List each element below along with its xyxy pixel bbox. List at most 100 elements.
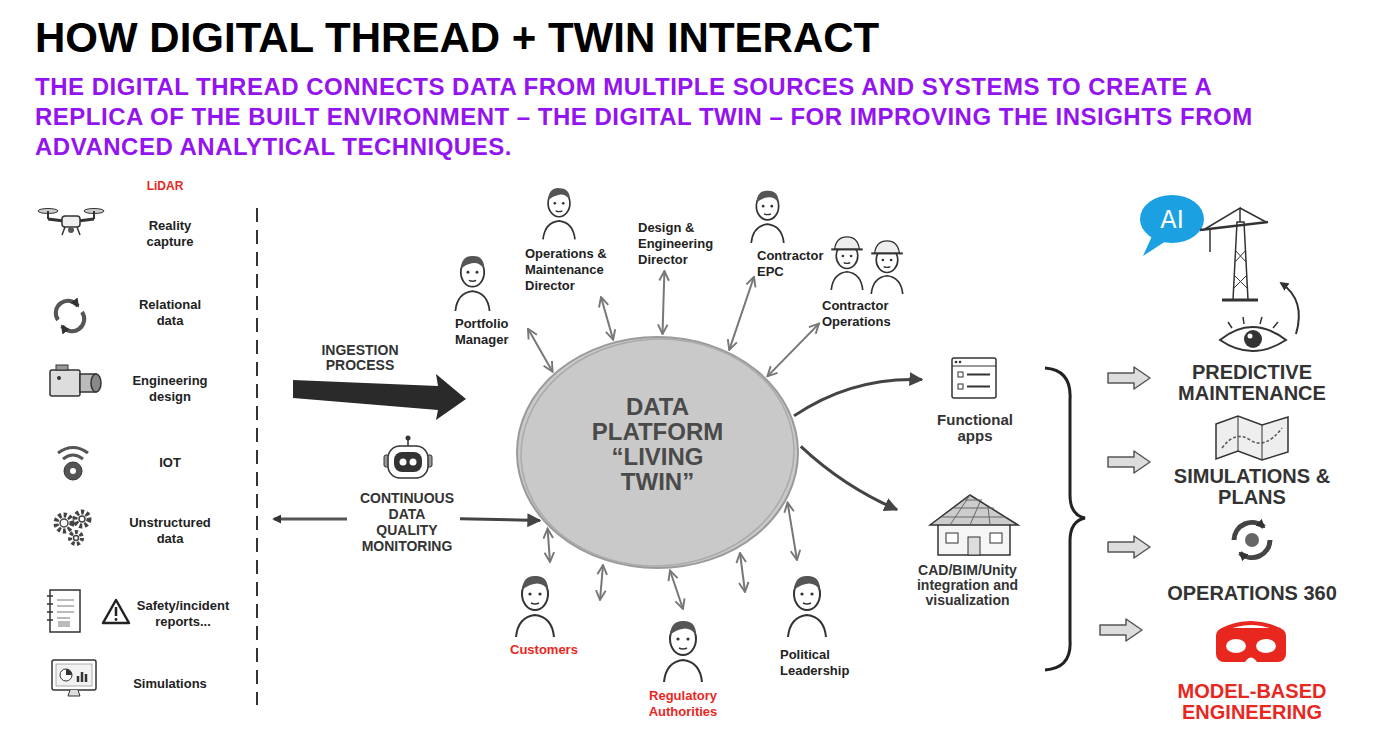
source-label: Relational data — [126, 297, 214, 329]
label-slot: THE DIGITAL THREAD CONNECTS DATA FROM MU… — [35, 72, 1295, 162]
connector — [729, 277, 754, 350]
crane-icon-part — [1233, 222, 1248, 300]
robot-icon-part — [388, 446, 428, 478]
gears-icon-part — [56, 515, 72, 531]
monitor-label: CONTINUOUS DATA QUALITY MONITORING — [357, 490, 457, 554]
node-text: Engineering design — [126, 373, 214, 405]
stakeholder: Political Leadership — [780, 563, 865, 679]
headset-icon-part — [1216, 628, 1286, 662]
iot-icon-part — [63, 455, 83, 459]
headset-icon-part — [1226, 639, 1246, 653]
apps-icon-part — [959, 361, 962, 364]
report-icon-part — [50, 590, 80, 632]
eye-icon-part — [1244, 330, 1262, 348]
exchange-arrow — [740, 553, 745, 592]
stakeholder-icons-part — [455, 256, 489, 311]
monitor-icon-part — [78, 672, 86, 682]
crane-icon-part — [1209, 229, 1211, 252]
iot-icon-part — [58, 448, 88, 454]
eye-icon-part — [1228, 317, 1278, 328]
eye-icon — [1220, 317, 1286, 351]
outcome: PREDICTIVE MAINTENANCE — [1152, 362, 1352, 404]
monitor-icon-part — [68, 690, 80, 696]
connector — [801, 446, 897, 509]
building-icon — [930, 495, 1018, 555]
headset-icon — [1216, 623, 1286, 662]
source-label: Unstructured data — [126, 515, 214, 547]
report-icon — [47, 590, 80, 632]
connector — [794, 379, 922, 415]
stakeholder-icons-part — [788, 576, 826, 637]
node-text: Design & Engineering Director — [638, 220, 726, 268]
node-text: IOT — [126, 455, 214, 471]
robot-icon — [384, 436, 432, 479]
camera-icon-part — [50, 370, 80, 396]
ai-bubble-part — [1140, 195, 1204, 243]
connector — [788, 503, 797, 560]
gears-icon-part — [60, 519, 68, 527]
warning-icon-part — [115, 607, 118, 616]
node-text: PREDICTIVE MAINTENANCE — [1152, 362, 1352, 404]
stakeholder-icons-part — [871, 241, 902, 294]
process-label: INGESTION PROCESS — [310, 343, 410, 373]
app-node: Functional apps — [925, 352, 1025, 444]
robot-icon-part — [394, 452, 422, 472]
ingestion-arrow — [293, 374, 466, 420]
stakeholder: Regulatory Authorities — [643, 612, 723, 720]
apps-icon — [952, 358, 996, 398]
map-icon-part — [1216, 416, 1288, 460]
building-icon-part — [938, 523, 1010, 555]
node-text: SIMULATIONS & PLANS — [1152, 466, 1352, 508]
node-text: Simulations — [126, 676, 214, 692]
connector — [460, 519, 540, 521]
node-text: Unstructured data — [126, 515, 214, 547]
connector — [670, 571, 683, 609]
node-text: Political Leadership — [780, 647, 865, 679]
building-icon-part — [968, 537, 980, 555]
node-text: Reality capture — [126, 218, 214, 250]
drone-icon — [38, 209, 104, 236]
headset-icon-part — [1245, 658, 1257, 663]
stakeholder: Customers — [510, 565, 590, 658]
robot-icon-part — [406, 436, 411, 441]
camera-icon — [50, 365, 101, 396]
warning-icon — [103, 600, 129, 623]
node-text: CONTINUOUS DATA QUALITY MONITORING — [357, 490, 457, 554]
robot-icon-part — [410, 459, 417, 466]
warning-icon-part — [103, 600, 129, 623]
visualization-node: CAD/BIM/Unity integration and visualizat… — [900, 485, 1035, 608]
apps-icon-part — [958, 384, 963, 389]
monitor-icon-part — [56, 664, 92, 686]
iot-icon-part — [70, 468, 76, 474]
stakeholder: Contractor EPC — [757, 248, 842, 280]
apps-icon-part — [958, 372, 963, 377]
insight-arrow — [1281, 283, 1299, 334]
drone-icon-part — [68, 227, 74, 233]
connector — [601, 297, 613, 340]
stakeholder-icons-part — [751, 191, 784, 243]
apps-icon-part — [967, 374, 990, 376]
source-label: Simulations — [126, 676, 214, 692]
output-arrows-part — [1108, 451, 1150, 473]
node-text: Regulatory Authorities — [643, 688, 723, 720]
gears-icon-part — [75, 512, 89, 526]
drone-icon-part — [62, 227, 80, 235]
node-text: Functional apps — [925, 412, 1025, 444]
divider-line — [256, 208, 258, 705]
label-slot: INGESTION PROCESS — [310, 343, 410, 373]
label-slot: AI — [1140, 206, 1204, 234]
building-icon-part — [990, 533, 1002, 543]
stakeholder: Operations & Maintenance Director — [525, 246, 620, 294]
outcome: SIMULATIONS & PLANS — [1152, 466, 1352, 508]
operations-icon — [1234, 522, 1270, 557]
building-icon-part — [930, 495, 1018, 525]
node-text: OPERATIONS 360 — [1142, 583, 1362, 604]
report-icon-part — [57, 600, 74, 618]
monitor-icon-part — [52, 660, 96, 690]
bracket — [1045, 368, 1085, 670]
exchange-arrow — [600, 565, 603, 600]
outcome: MODEL-BASED ENGINEERING — [1152, 681, 1352, 723]
warning-icon-part — [115, 618, 118, 621]
stakeholder-icons-part — [516, 576, 554, 637]
building-icon-part — [946, 533, 958, 543]
